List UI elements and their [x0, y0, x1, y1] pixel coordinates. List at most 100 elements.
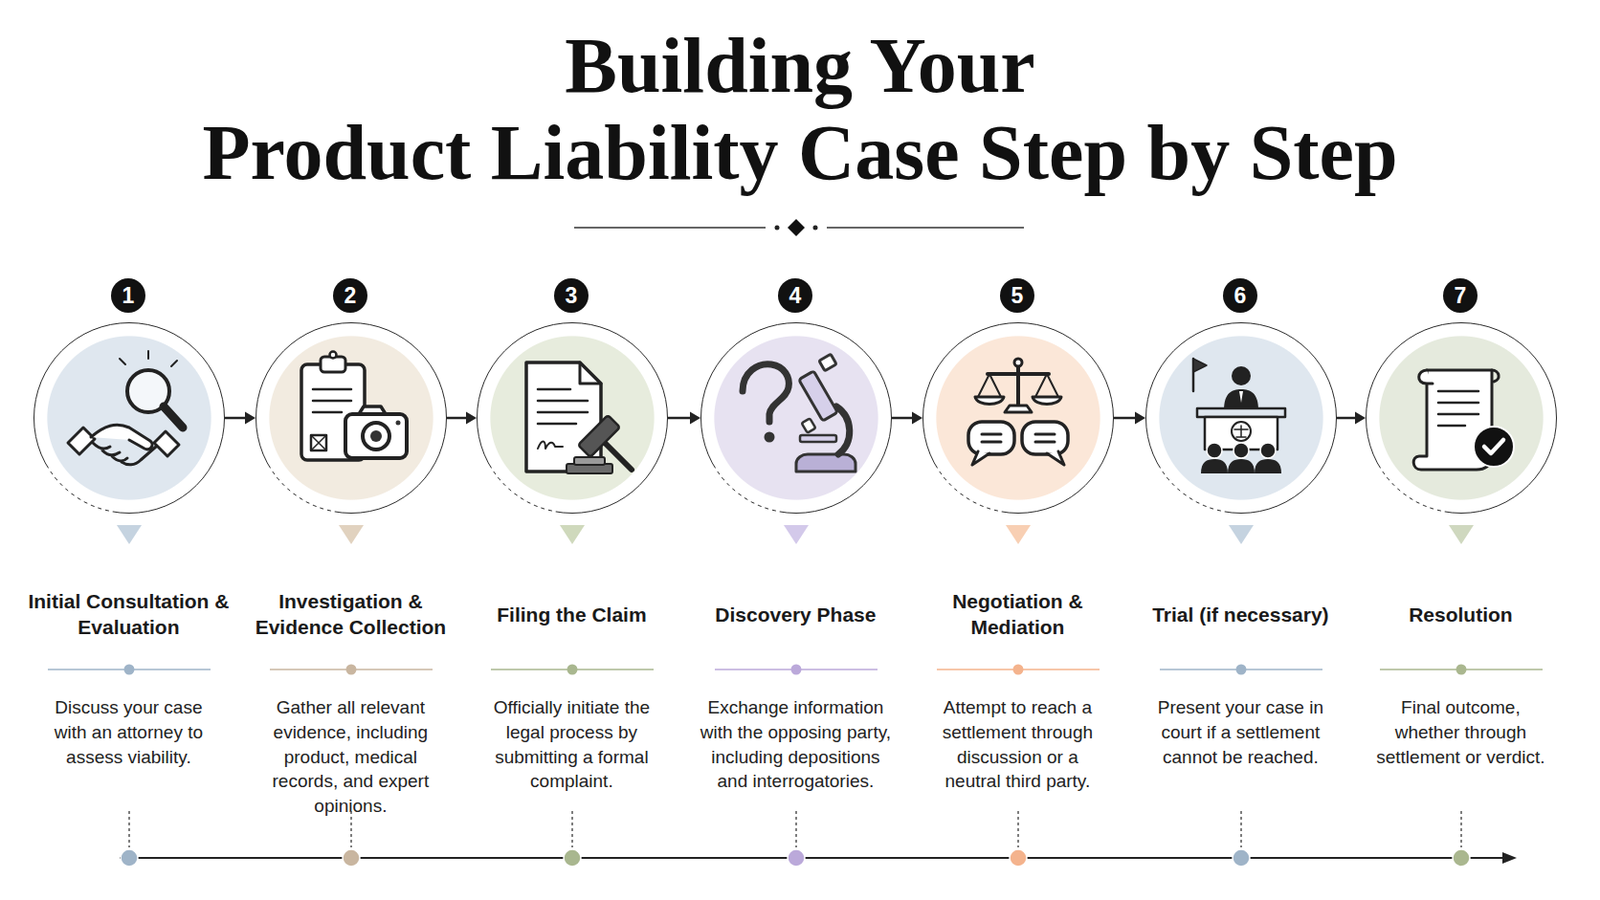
heading-divider	[1456, 665, 1467, 676]
step-heading: Trial (if necessary)	[1136, 583, 1344, 645]
title-block: Building Your Product Liability Case Ste…	[82, 22, 1518, 197]
step-description: Exchange information with the opposing p…	[696, 695, 894, 794]
timeline-axis	[1502, 852, 1517, 865]
step-description: Present your case in court if a settleme…	[1149, 695, 1332, 770]
ring-dotted-segment	[488, 466, 556, 513]
consultation-icon	[92, 443, 156, 466]
pointer-triangle	[1448, 525, 1474, 545]
trial-icon	[1192, 358, 1196, 392]
filing-icon	[537, 389, 588, 424]
evidence-icon	[396, 421, 401, 426]
mediation-icon	[981, 434, 1001, 443]
evidence-icon	[311, 435, 327, 451]
consultation-icon	[119, 351, 178, 367]
timeline-dot	[342, 849, 360, 867]
timeline-dot	[787, 849, 805, 867]
evidence-icon	[362, 422, 390, 450]
pointer-triangle	[338, 525, 364, 545]
mediation-icon	[1016, 364, 1021, 407]
filing-icon	[579, 362, 601, 384]
discovery-icon	[819, 354, 837, 371]
pointer-triangle	[1005, 525, 1031, 545]
ring-dotted-segment	[1157, 466, 1224, 513]
trial-icon	[1234, 425, 1248, 438]
pointer-triangle	[116, 525, 1474, 545]
mediation-icon	[1046, 451, 1065, 466]
ring-dotted-segment	[45, 466, 1445, 513]
step-heading: Filing the Claim	[467, 583, 675, 645]
heading-divider	[1379, 668, 1543, 671]
step-heading: Initial Consultation & Evaluation	[24, 583, 232, 645]
title-ornament	[813, 225, 819, 231]
step-heading: Investigation & Evidence Collection	[246, 583, 454, 645]
filing-icon	[574, 457, 605, 466]
ring-dotted-segment	[45, 466, 112, 513]
timeline-leader	[129, 811, 1462, 848]
step-number-badge: 1	[111, 278, 146, 313]
arrow-head	[244, 412, 256, 425]
title-spacer	[1067, 22, 1518, 70]
mediation-icon	[1014, 358, 1023, 367]
discovery-icon	[801, 418, 817, 433]
heading-divider	[791, 665, 802, 676]
trial-icon	[1233, 443, 1249, 459]
timeline-dot	[1452, 849, 1470, 867]
step-circle: 6Trial (if necessary)Present your case i…	[1145, 322, 1337, 514]
step-number-badge: 6	[1222, 278, 1258, 313]
heading-divider	[1013, 665, 1024, 676]
heading-divider	[124, 665, 135, 676]
title-spacer	[82, 22, 533, 70]
step-number-badge: 3	[554, 278, 589, 313]
timeline-leader	[795, 811, 798, 848]
discovery-icon	[799, 371, 839, 422]
trial-icon	[1200, 459, 1228, 474]
timeline-leader	[571, 811, 574, 848]
evidence-icon	[301, 352, 407, 462]
mediation-icon	[1032, 397, 1062, 405]
timeline-dot	[563, 849, 581, 867]
trial-icon	[1204, 417, 1278, 450]
heading-divider	[269, 668, 433, 671]
mediation-icon	[1022, 422, 1068, 455]
trial-icon	[1193, 358, 1207, 373]
mediation-icon	[977, 374, 1059, 398]
mediation-icon	[1004, 405, 1032, 413]
filing-icon	[600, 439, 632, 470]
heading-divider	[47, 665, 1543, 676]
title-ornament	[787, 219, 805, 237]
flow-arrow	[1113, 412, 1146, 425]
flow-arrow	[446, 412, 477, 425]
step-heading: Discovery Phase	[691, 583, 899, 645]
filing-icon	[566, 464, 613, 474]
evidence-icon	[312, 389, 352, 413]
heading-divider	[567, 665, 578, 676]
title: Building Your Product Liability Case Ste…	[201, 22, 1398, 197]
pointer-triangle	[116, 525, 142, 545]
title-ornament	[574, 226, 766, 229]
arrow-line	[224, 417, 246, 421]
heading-divider	[47, 668, 211, 671]
consultation-icon	[67, 427, 95, 455]
resolution-icon	[1484, 440, 1504, 454]
pointer-triangle	[559, 525, 585, 545]
timeline-leader	[350, 811, 353, 848]
ring-dotted-segment	[712, 466, 779, 513]
arrow-head	[689, 412, 701, 425]
trial-icon	[1254, 459, 1282, 474]
resolution-icon	[1419, 370, 1433, 384]
trial-icon	[1260, 443, 1276, 459]
arrow-line	[891, 417, 913, 421]
step-number-badge: 5	[1000, 278, 1035, 313]
heading-divider	[936, 668, 1100, 671]
step-description: Officially initiate the legal process by…	[485, 695, 658, 794]
arrow-head	[466, 412, 477, 425]
mediation-icon	[1035, 434, 1055, 443]
mediation-icon	[972, 451, 990, 466]
step-circle: 5Negotiation & MediationAttempt to reach…	[922, 322, 1114, 514]
step-circle: 3Filing the ClaimOfficially initiate the…	[476, 322, 668, 514]
trial-icon	[1223, 389, 1259, 411]
discovery-icon	[796, 454, 856, 472]
discovery-icon	[742, 354, 856, 472]
evidence-icon	[330, 352, 337, 359]
